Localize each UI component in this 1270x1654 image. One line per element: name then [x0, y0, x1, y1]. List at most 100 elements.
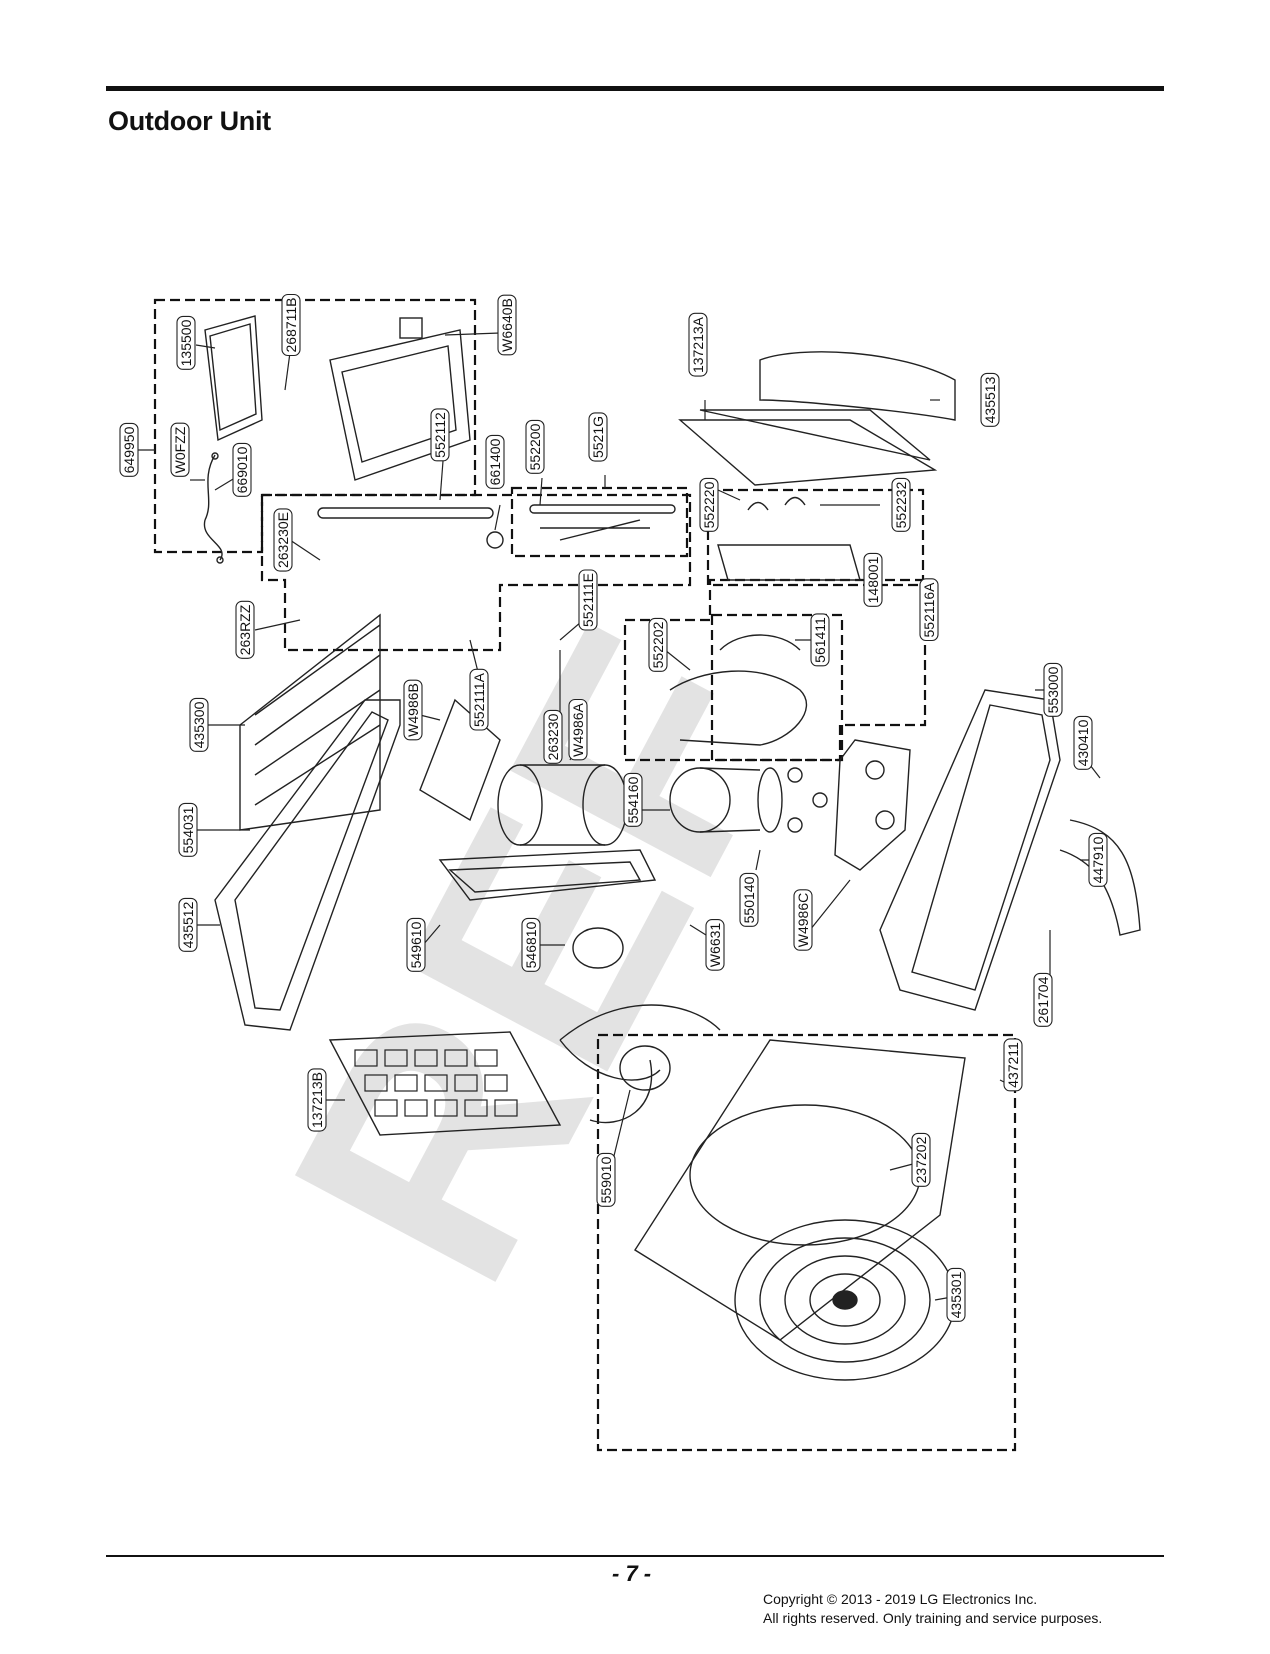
part-label: 649950 — [121, 426, 137, 473]
part-label: W6631 — [707, 923, 723, 968]
part-label-outline — [273, 508, 293, 572]
part-label: 447910 — [1090, 836, 1106, 883]
part-label: 552202 — [650, 621, 666, 668]
part-sound-plate — [834, 739, 911, 871]
part-label-outline — [1088, 832, 1108, 887]
part-front-panel — [214, 699, 401, 1031]
part-rear-grille — [328, 1031, 562, 1136]
part-label: 552112 — [432, 412, 448, 458]
part-label: 554031 — [180, 806, 196, 853]
part-side-panel — [879, 689, 1061, 1011]
part-label-outline — [1003, 1038, 1023, 1092]
part-label: 261704 — [1035, 976, 1051, 1023]
part-label-outline — [430, 408, 450, 462]
part-piping-upper — [529, 504, 676, 514]
part-label: 237202 — [913, 1136, 929, 1183]
part-label-outline — [739, 872, 759, 927]
part-label-outline — [793, 889, 813, 951]
part-label: 546810 — [523, 921, 539, 968]
part-label-outline — [648, 617, 668, 672]
bottom-rule — [106, 1555, 1164, 1557]
part-label-outline — [521, 917, 541, 972]
page-title: Outdoor Unit — [108, 106, 271, 136]
part-label-outline — [863, 552, 883, 607]
part-label-outline — [469, 668, 489, 731]
part-label-outline — [497, 294, 517, 356]
part-label-outline — [588, 412, 608, 462]
part-label-outline — [485, 434, 505, 489]
group-box-base — [596, 1033, 1017, 1452]
part-control-box — [329, 329, 471, 481]
part-label: 549610 — [408, 921, 424, 968]
part-label-outline — [699, 477, 719, 532]
part-label-outline — [980, 372, 1000, 427]
part-label: 561411 — [812, 617, 828, 663]
group-box-piping-lower — [623, 578, 927, 762]
part-label: W4986B — [405, 683, 421, 737]
part-label: 263230 — [545, 713, 561, 760]
part-label: 552111A — [471, 672, 487, 727]
part-valve-plate — [717, 544, 861, 581]
part-label-outline — [623, 772, 643, 827]
part-label-outline — [578, 569, 598, 631]
page-number: - 7 - — [612, 1561, 652, 1586]
part-label-outline — [119, 422, 139, 477]
part-label-outline — [891, 477, 911, 532]
part-label: 552232 — [893, 481, 909, 528]
part-label: W0FZZ — [172, 426, 188, 473]
part-label-outline — [705, 919, 725, 971]
part-label: W6640B — [499, 298, 515, 352]
part-label-outline — [688, 312, 708, 377]
part-label-outline — [281, 293, 301, 357]
part-label: 552200 — [527, 423, 543, 470]
part-label-outline — [406, 917, 426, 972]
part-motor-mount — [438, 849, 657, 901]
part-label: 135500 — [178, 319, 194, 366]
part-label: 148001 — [865, 556, 881, 603]
part-top-cover — [678, 419, 938, 486]
part-label: 268711B — [283, 297, 299, 352]
part-control-cover — [204, 315, 263, 442]
part-base-pan — [634, 1039, 966, 1341]
parts-line-art — [203, 315, 1141, 1381]
part-label-outline — [596, 1152, 616, 1207]
part-label-outline — [911, 1132, 931, 1187]
part-label: W4986A — [570, 702, 586, 756]
part-label: 554160 — [625, 776, 641, 823]
assembly-group-boxes — [153, 298, 1017, 1452]
part-label-outline — [178, 802, 198, 857]
part-front-grille — [239, 613, 381, 831]
part-label-outline — [189, 697, 209, 752]
part-label-outline — [810, 613, 830, 667]
part-label-outline — [1073, 715, 1093, 770]
part-label: 137213A — [690, 316, 706, 373]
part-propeller-fan — [559, 1004, 721, 1124]
part-label-outline — [525, 419, 545, 474]
part-label: 137213B — [309, 1072, 325, 1128]
group-box-piping-upper — [510, 486, 689, 558]
copyright-line: Copyright © 2013 - 2019 LG Electronics I… — [763, 1591, 1038, 1607]
group-box-valve-upper — [706, 488, 925, 587]
part-label-outline — [176, 315, 196, 370]
part-label: 435513 — [982, 376, 998, 423]
part-label-outline — [568, 698, 588, 761]
part-label-outline — [946, 1267, 966, 1322]
part-label: 552116A — [921, 582, 937, 638]
copyright-notice: Copyright © 2013 - 2019 LG Electronics I… — [763, 1590, 1102, 1628]
part-label-outline — [232, 442, 252, 497]
group-box-valve-lower — [710, 613, 844, 762]
part-label: W4986C — [795, 893, 811, 947]
part-label: 5521G — [590, 416, 606, 458]
part-label: 669010 — [234, 446, 250, 493]
part-label: 435300 — [191, 701, 207, 748]
part-label-outline — [170, 422, 190, 477]
part-label-outline — [543, 709, 563, 764]
part-label: 552220 — [701, 481, 717, 528]
part-label: 435301 — [948, 1271, 964, 1318]
part-label: 550140 — [741, 876, 757, 923]
part-label: 263RZZ — [237, 604, 253, 655]
part-label: 559010 — [598, 1156, 614, 1203]
part-label-outline — [919, 578, 939, 642]
part-label-outline — [1033, 972, 1053, 1027]
